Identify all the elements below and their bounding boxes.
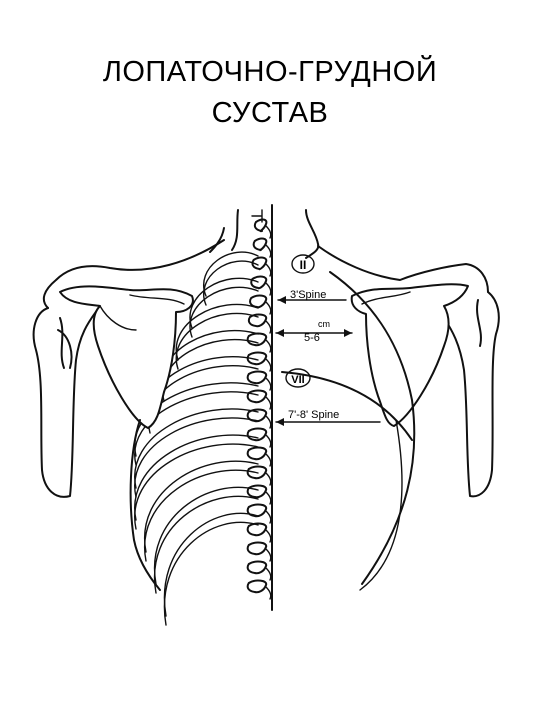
cm-unit-label: cm — [318, 319, 330, 329]
right-scapula — [350, 283, 469, 427]
spinous-process — [265, 358, 272, 372]
spinous-process — [265, 320, 272, 334]
rib — [143, 460, 259, 553]
vertebra — [246, 332, 268, 347]
right-shoulder — [281, 245, 500, 591]
vertebra — [246, 389, 268, 404]
rib — [163, 521, 259, 626]
spinous-process — [265, 377, 272, 391]
vertebra — [246, 541, 268, 556]
vertebra — [246, 427, 268, 442]
vertebra — [246, 370, 268, 385]
spinous-process — [265, 282, 272, 296]
vertebra — [246, 351, 268, 366]
vertebra — [246, 503, 268, 518]
rib — [134, 408, 259, 489]
rib — [134, 443, 259, 530]
rib — [153, 495, 259, 594]
slide-title: ЛОПАТОЧНО-ГРУДНОЙ СУСТАВ — [0, 52, 540, 134]
spinous-process — [265, 339, 272, 353]
vertebra-vii-marker — [285, 368, 311, 388]
vertebra — [252, 237, 268, 252]
rib — [189, 286, 259, 338]
spinous-process — [265, 396, 272, 410]
rib — [134, 417, 259, 498]
spinous-process — [265, 301, 272, 315]
spinous-process — [265, 491, 272, 505]
spinous-process — [265, 567, 272, 581]
spinous-process — [265, 415, 272, 429]
rib — [143, 469, 259, 562]
rib — [134, 434, 259, 521]
spinous-process — [265, 453, 272, 467]
spine-vertebrae — [246, 218, 272, 600]
rib — [163, 512, 259, 617]
vertebra-ii-label: II — [300, 258, 307, 272]
left-shoulder — [32, 239, 225, 591]
rib — [175, 303, 259, 361]
spinous-process — [265, 244, 272, 258]
spine-7-8-label: 7'-8' Spine — [288, 409, 339, 421]
vertebra — [246, 522, 268, 537]
vertebra — [246, 579, 268, 594]
title-line-1: ЛОПАТОЧНО-ГРУДНОЙ — [102, 56, 438, 88]
rib — [175, 312, 259, 370]
spinous-process — [265, 548, 272, 562]
spinous-process — [265, 510, 272, 524]
spinous-process — [265, 472, 272, 486]
vertebra — [246, 465, 268, 480]
vertebra — [249, 294, 268, 309]
spinous-process — [265, 225, 272, 239]
vertebra — [251, 256, 268, 271]
vertebra — [253, 218, 268, 233]
vertebra-ii-marker — [291, 254, 315, 274]
neck-outline — [209, 209, 320, 259]
spinous-process — [265, 263, 272, 277]
annotations: II 3'Spine cm 5-6 VII 7'-8' Spine — [275, 254, 381, 426]
vertebra-vii-label: VII — [291, 374, 304, 386]
vertebra — [247, 313, 268, 328]
left-scapula — [59, 285, 194, 429]
vertebra — [246, 408, 268, 423]
spinous-process — [265, 586, 272, 600]
spinous-process — [265, 434, 272, 448]
vertebra — [246, 484, 268, 499]
rib — [189, 277, 259, 329]
spinous-process — [265, 529, 272, 543]
vertebra — [250, 275, 268, 290]
rib — [134, 391, 259, 466]
vertebra — [246, 446, 268, 461]
rib — [203, 260, 259, 306]
title-line-2: СУСТАВ — [211, 97, 329, 129]
spine-3-label: 3'Spine — [290, 289, 326, 301]
rib — [153, 486, 259, 585]
distance-label: 5-6 — [304, 332, 320, 344]
vertebra — [246, 560, 268, 575]
